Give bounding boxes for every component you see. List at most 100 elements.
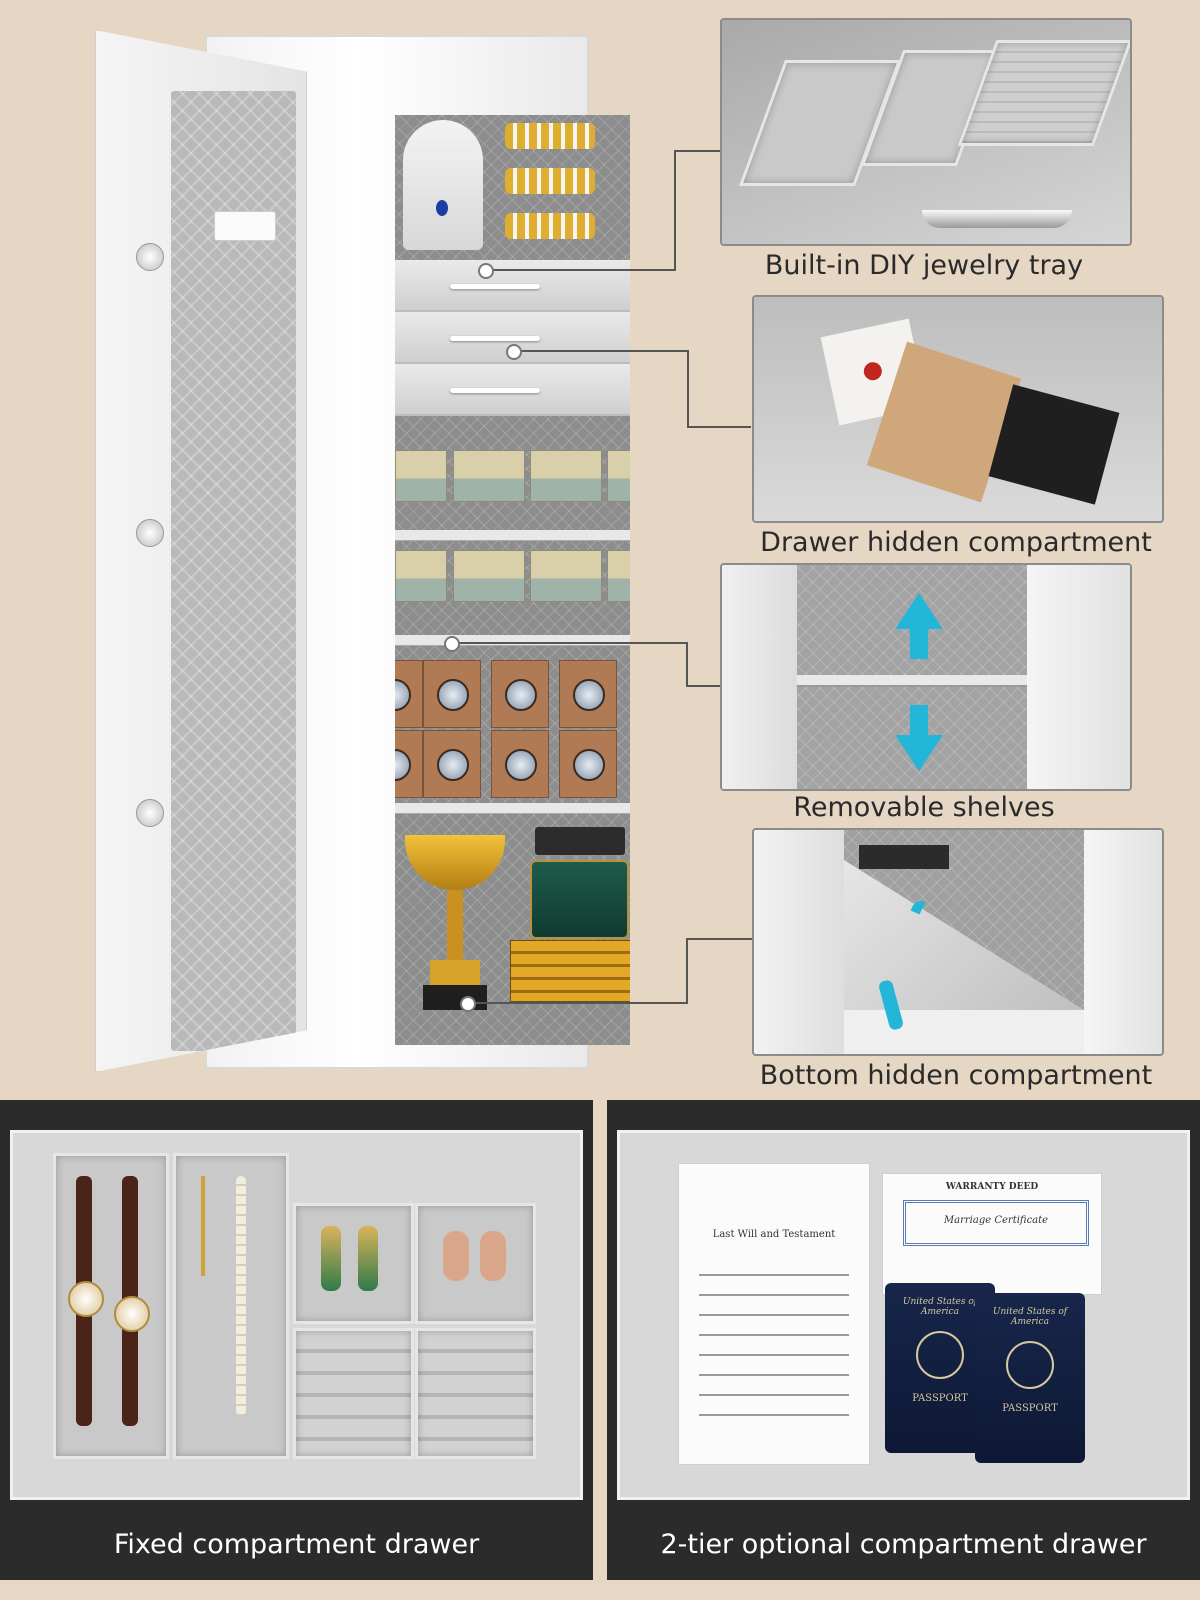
connector-line [687, 426, 751, 428]
cash-stack [530, 450, 602, 502]
callout-dot-bottom [460, 996, 476, 1012]
caption-bottom-compartment: Bottom hidden compartment [759, 1060, 1153, 1091]
cabinet-door [1027, 565, 1130, 789]
safe-interior [395, 115, 630, 1045]
tray-handle [922, 210, 1072, 228]
watch-winder [395, 730, 423, 798]
shelf[interactable] [395, 635, 630, 646]
caption-removable-shelves: Removable shelves [793, 792, 1055, 823]
callout-image-drawer-compartment [752, 295, 1164, 523]
locking-bolt [136, 519, 164, 547]
connector-line [450, 642, 688, 644]
cash-stack [607, 550, 630, 602]
shelf[interactable] [395, 530, 630, 541]
cash-stack [453, 450, 525, 502]
callout-dot-shelves [444, 636, 460, 652]
cabinet-door [1084, 830, 1162, 1054]
deed-document: WARRANTY DEED Marriage Certificate [882, 1173, 1102, 1295]
drawer-handle [450, 284, 540, 289]
watch-winder [559, 660, 617, 728]
safe-door[interactable] [95, 30, 307, 1072]
caption-two-tier-drawer: 2-tier optional compartment drawer [660, 1529, 1147, 1560]
will-title: Last Will and Testament [712, 1229, 836, 1240]
jewelry-box [530, 860, 629, 939]
drawer-tray [10, 1130, 583, 1500]
connector-line [686, 938, 688, 1004]
bracelet-holder [505, 123, 595, 243]
cabinet-side [722, 565, 797, 789]
arrow-down-shaft [910, 705, 928, 737]
connector-line [687, 350, 689, 428]
watch-face [114, 1296, 150, 1332]
cash-shelf-1 [395, 435, 630, 535]
earring-compartment [415, 1203, 536, 1324]
cash-stack [395, 450, 447, 502]
sapphire-pendant [436, 200, 448, 216]
watch-winder [423, 730, 481, 798]
connector-line [674, 150, 724, 152]
watch-winder [395, 660, 423, 728]
drawer-handle [450, 388, 540, 393]
cash-stack [453, 550, 525, 602]
connector-line [484, 269, 676, 271]
ring-compartment [293, 1328, 414, 1459]
gold-trophy [405, 835, 505, 1015]
door-panel [171, 91, 296, 1051]
ring-compartment [415, 1328, 536, 1459]
compartment-floor [844, 1010, 1084, 1054]
eagle-seal-icon [916, 1331, 964, 1379]
locking-bolt [136, 799, 164, 827]
necklace-compartment [173, 1153, 289, 1459]
callout-image-removable-shelves [720, 563, 1132, 791]
watch-winder [423, 660, 481, 728]
eagle-seal-icon [1006, 1341, 1054, 1389]
keypad[interactable] [214, 211, 276, 241]
power-strip [535, 827, 625, 855]
marriage-certificate: Marriage Certificate [903, 1200, 1089, 1246]
gold-bar-stack [510, 940, 630, 1002]
cash-stack [530, 550, 602, 602]
connector-line [686, 642, 688, 687]
top-section: Built-in DIY jewelry tray Drawer hidden … [95, 18, 1164, 1091]
jewelry-drawer-1[interactable] [395, 260, 630, 312]
connector-line [512, 350, 689, 352]
deed-title: WARRANTY DEED [945, 1182, 1039, 1192]
callout-dot-tray [478, 263, 494, 279]
connector-line [466, 1002, 688, 1004]
necklace-bust [403, 120, 483, 250]
will-document: Last Will and Testament [678, 1163, 870, 1465]
earring-compartment [293, 1203, 414, 1324]
shelf[interactable] [395, 803, 630, 814]
passport-2: United States of America PASSPORT [975, 1293, 1085, 1463]
adjustable-shelf[interactable] [797, 675, 1027, 687]
locking-bolt [136, 243, 164, 271]
cash-shelf-2 [395, 540, 630, 640]
cabinet-side [754, 830, 844, 1054]
connector-line [674, 150, 676, 271]
arrow-up-shaft [910, 627, 928, 659]
cash-stack [607, 450, 630, 502]
callout-dot-drawer [506, 344, 522, 360]
connector-line [686, 685, 722, 687]
panel-fixed-drawer: Fixed compartment drawer [0, 1100, 593, 1580]
drawer-handle [450, 336, 540, 341]
watch-compartment [53, 1153, 169, 1459]
connector-line [686, 938, 752, 940]
wall-safe [95, 30, 630, 1072]
caption-drawer-compartment: Drawer hidden compartment [760, 527, 1152, 558]
jewelry-drawer-3[interactable] [395, 364, 630, 416]
jewelry-display [395, 115, 630, 260]
arrow-up-icon [895, 593, 943, 629]
watch-winder [559, 730, 617, 798]
watch-winder [491, 660, 549, 728]
panel-two-tier-drawer: Last Will and Testament WARRANTY DEED Ma… [607, 1100, 1200, 1580]
cash-stack [395, 550, 447, 602]
watch-winders [395, 660, 630, 800]
gold-chain [201, 1176, 205, 1276]
arrow-down-icon [895, 735, 943, 771]
power-strip [859, 845, 949, 869]
drawer-tray: Last Will and Testament WARRANTY DEED Ma… [617, 1130, 1190, 1500]
watch-face [68, 1281, 104, 1317]
pearl-necklace [236, 1176, 246, 1416]
caption-fixed-drawer: Fixed compartment drawer [113, 1529, 480, 1560]
